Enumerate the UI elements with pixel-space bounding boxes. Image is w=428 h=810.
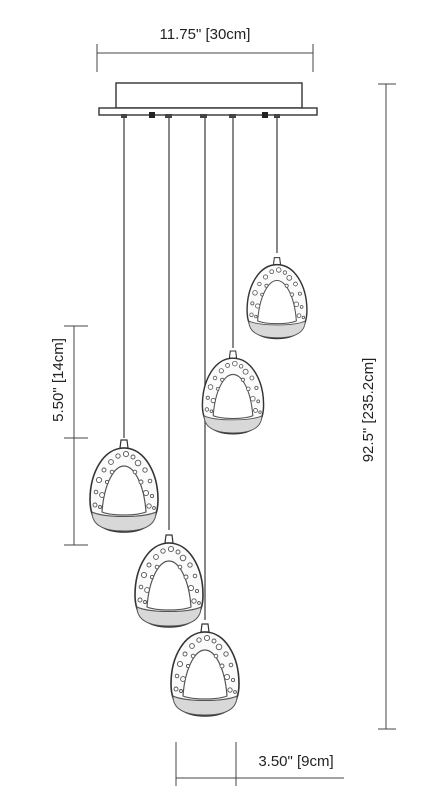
canopy-width-label: 11.75" [30cm] [160,26,251,43]
pendant-height-label: 5.50" [14cm] [50,338,67,422]
pendant-3 [89,439,159,533]
pendant-2 [201,350,265,435]
overall-height-label: 92.5" [235.2cm] [360,358,377,463]
pendant-4 [134,534,204,628]
canopy-width-dimension: 11.75" [30cm] [96,26,314,72]
pendant-height-dimension: 5.50" [14cm] [50,325,88,546]
pendant-width-dimension: 3.50" [9cm] [175,742,344,786]
pendant-width-label: 3.50" [9cm] [258,753,333,770]
cords [123,118,278,620]
overall-height-dimension: 92.5" [235.2cm] [360,83,396,730]
pendant-1 [246,256,308,340]
pendant-5 [170,623,240,717]
canopy [98,82,318,118]
